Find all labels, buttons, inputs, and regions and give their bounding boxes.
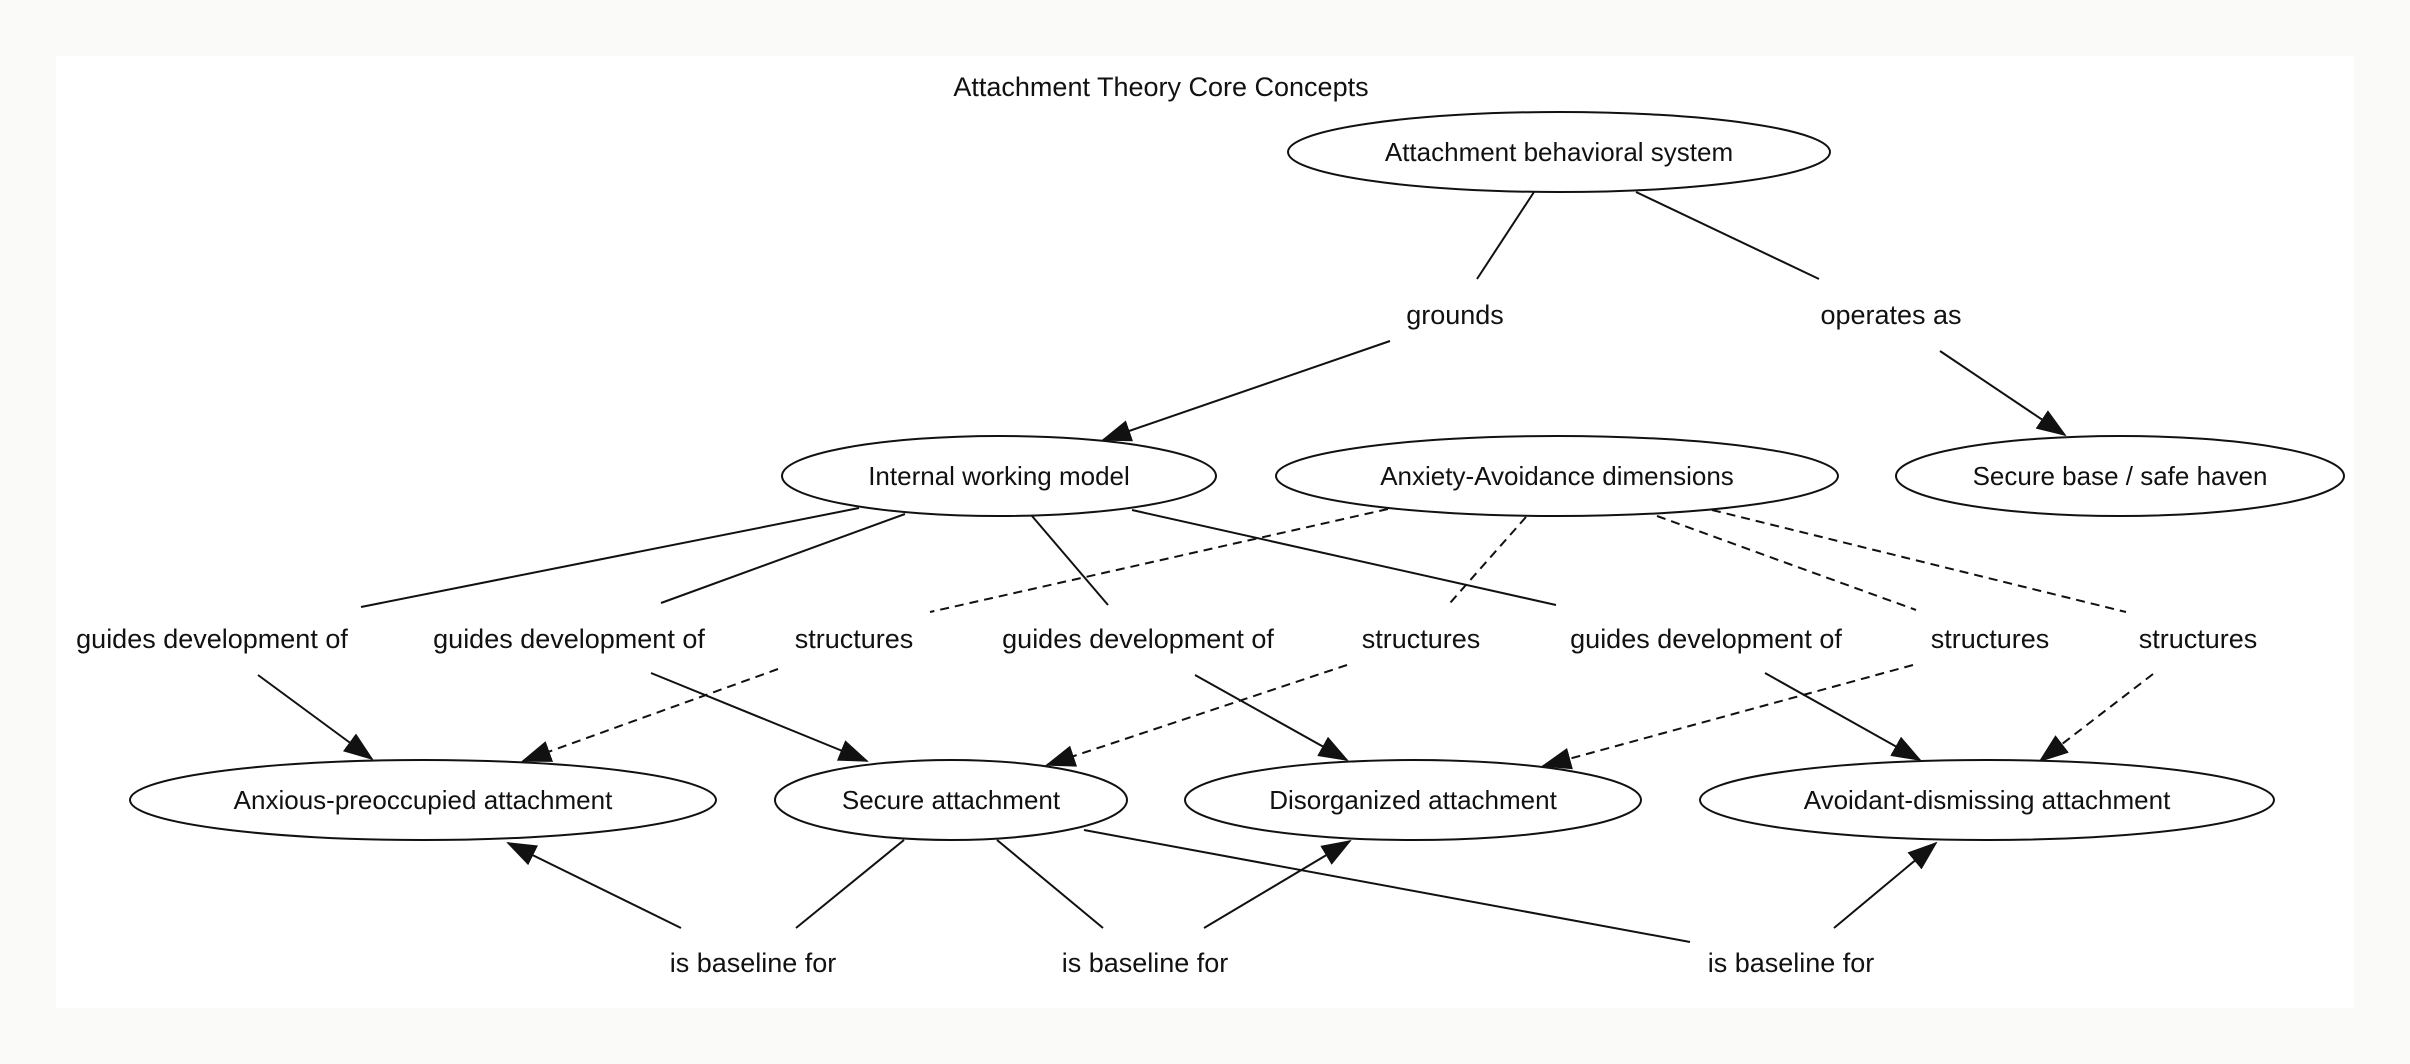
edge-label-grounds: grounds: [1406, 300, 1504, 330]
node-anxious-preoccupied: Anxious-preoccupied attachment: [129, 759, 717, 841]
node-attachment-behavioral-system: Attachment behavioral system: [1287, 111, 1831, 193]
node-label: Anxiety-Avoidance dimensions: [1380, 461, 1734, 491]
edge-label-structures-secure: structures: [1362, 624, 1481, 654]
node-anxiety-avoidance-dimensions: Anxiety-Avoidance dimensions: [1275, 435, 1839, 517]
node-secure-attachment: Secure attachment: [774, 759, 1128, 841]
edge-structures-disorganized: structures: [1541, 515, 2050, 770]
node-disorganized-attachment: Disorganized attachment: [1184, 759, 1642, 841]
edge-guides-avoidant: guides development of: [1131, 509, 1922, 761]
node-label: Avoidant-dismissing attachment: [1804, 785, 2171, 815]
edge-label-baseline-avoidant: is baseline for: [1708, 948, 1875, 978]
node-label: Attachment behavioral system: [1385, 137, 1733, 167]
edge-label-operates-as: operates as: [1820, 300, 1961, 330]
edge-operates-as: operates as: [1635, 191, 2067, 437]
edges-layer: grounds operates as guides development o…: [76, 191, 2258, 978]
node-label: Disorganized attachment: [1269, 785, 1557, 815]
node-label: Internal working model: [868, 461, 1130, 491]
edge-label-structures-avoidant: structures: [2139, 624, 2258, 654]
node-avoidant-dismissing: Avoidant-dismissing attachment: [1699, 759, 2275, 841]
nodes-layer: Attachment behavioral system Internal wo…: [129, 111, 2345, 841]
edge-label-structures-anxious: structures: [795, 624, 914, 654]
edge-structures-anxious: structures: [521, 508, 1389, 762]
diagram-canvas: [56, 56, 2354, 1008]
edge-label-baseline-anxious: is baseline for: [670, 948, 837, 978]
diagram-title: Attachment Theory Core Concepts: [953, 72, 1368, 102]
edge-guides-anxious: guides development of: [76, 507, 860, 761]
edge-label-guides-avoidant: guides development of: [1570, 624, 1842, 654]
edge-grounds: grounds: [1101, 191, 1535, 442]
edge-label-guides-disorganized: guides development of: [1002, 624, 1274, 654]
node-secure-base: Secure base / safe haven: [1895, 435, 2345, 517]
node-internal-working-model: Internal working model: [781, 435, 1217, 517]
edge-baseline-avoidant: is baseline for: [1083, 829, 1938, 978]
node-label: Anxious-preoccupied attachment: [234, 785, 613, 815]
edge-guides-secure: guides development of: [433, 513, 906, 762]
edge-structures-avoidant: structures: [1711, 509, 2258, 763]
node-label: Secure attachment: [842, 785, 1061, 815]
edge-structures-secure: structures: [1045, 516, 1527, 767]
edge-label-guides-secure: guides development of: [433, 624, 705, 654]
edge-label-baseline-disorganized: is baseline for: [1062, 948, 1229, 978]
edge-guides-disorganized: guides development of: [1002, 515, 1349, 761]
edge-label-guides-anxious: guides development of: [76, 624, 348, 654]
edge-baseline-anxious: is baseline for: [506, 839, 905, 978]
edge-baseline-disorganized: is baseline for: [996, 839, 1352, 978]
edge-label-structures-disorganized: structures: [1931, 624, 2050, 654]
node-label: Secure base / safe haven: [1973, 461, 2268, 491]
